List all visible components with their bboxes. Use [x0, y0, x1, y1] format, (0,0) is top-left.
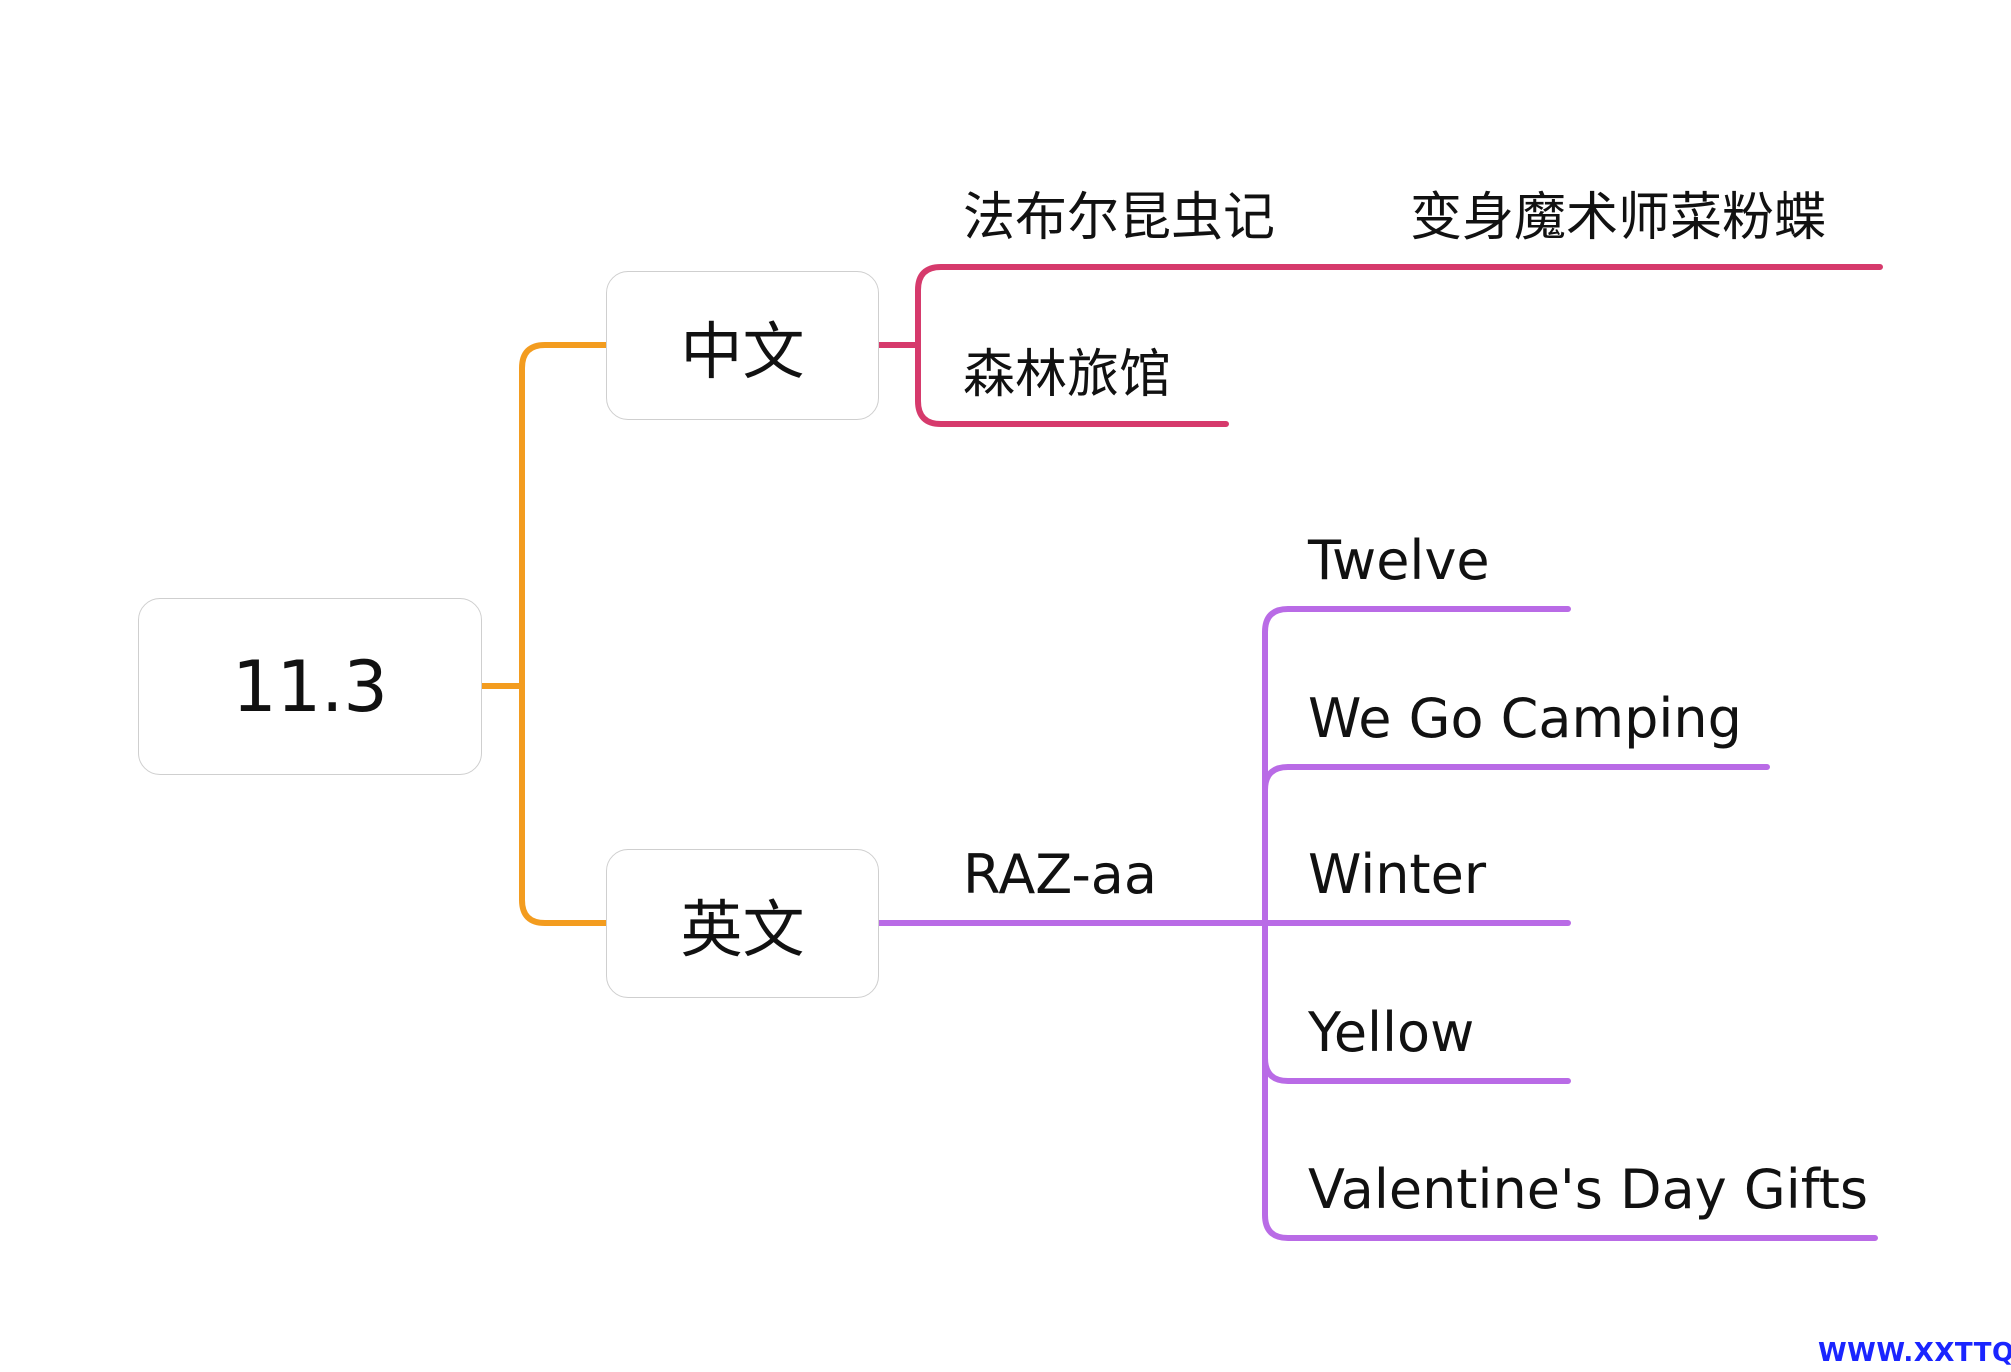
en-subbranch-valentine — [1262, 920, 1878, 1241]
watermark: WWW.XXTTQ.COM — [1818, 1338, 2011, 1368]
trunk-to-en — [519, 683, 609, 926]
zh-branch-top — [915, 264, 1883, 348]
root-label: 11.3 — [232, 645, 388, 728]
leaf-cabbage-butterfly[interactable]: 变身魔术师菜粉蝶 — [1410, 188, 1827, 248]
leaf-fabre-insects[interactable]: 法布尔昆虫记 — [963, 188, 1276, 248]
leaf-raz-aa[interactable]: RAZ-aa — [963, 843, 1157, 906]
node-chinese[interactable]: 中文 — [606, 271, 879, 420]
node-english-label: 英文 — [680, 892, 805, 966]
leaf-we-go-camping[interactable]: We Go Camping — [1308, 687, 1742, 750]
leaf-valentines-day-gifts[interactable]: Valentine's Day Gifts — [1308, 1158, 1869, 1221]
trunk-to-zh — [519, 342, 609, 689]
leaf-twelve[interactable]: Twelve — [1308, 529, 1490, 592]
leaf-winter[interactable]: Winter — [1308, 843, 1487, 906]
node-chinese-label: 中文 — [680, 314, 805, 388]
node-english[interactable]: 英文 — [606, 849, 879, 998]
leaf-yellow[interactable]: Yellow — [1308, 1001, 1475, 1064]
root-node[interactable]: 11.3 — [138, 598, 482, 775]
zh-branch-bottom — [915, 342, 1229, 427]
en-subbranch-twelve — [1262, 606, 1571, 926]
en-subbranch-camping — [1262, 764, 1770, 793]
leaf-forest-hotel[interactable]: 森林旅馆 — [963, 345, 1172, 405]
